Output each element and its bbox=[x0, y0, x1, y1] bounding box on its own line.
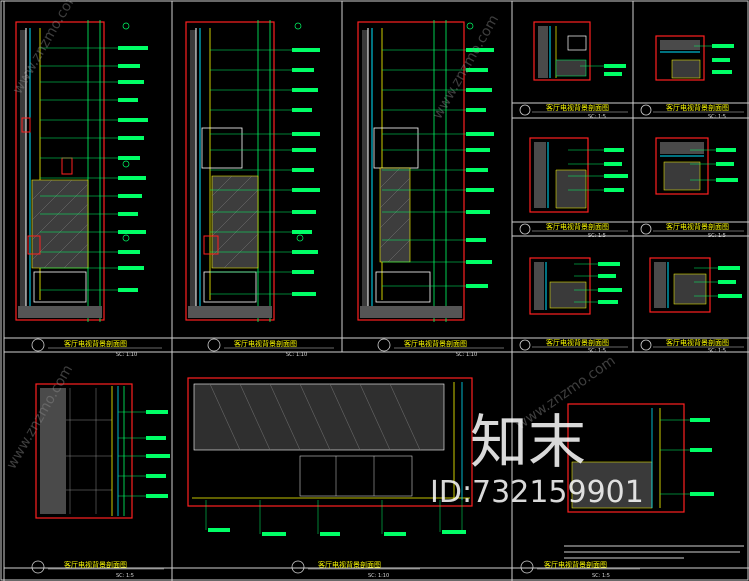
caption-7: 客厅电视背景剖面图 SC: 1:5 bbox=[640, 222, 744, 239]
caption-title: 客厅电视背景剖面图 bbox=[404, 339, 467, 348]
caption-11: 客厅电视背景剖面图 SC: 1:10 bbox=[291, 560, 420, 579]
caption-scale: SC: 1:10 bbox=[116, 352, 137, 358]
logo-text: 知末 bbox=[470, 408, 586, 476]
section-drawing-2 bbox=[185, 20, 320, 322]
caption-1: 客厅电视背景剖面图 SC: 1:10 bbox=[31, 338, 162, 358]
caption-title: 客厅电视背景剖面图 bbox=[546, 103, 609, 112]
caption-scale: SC: 1:5 bbox=[708, 233, 726, 239]
caption-scale: SC: 1:5 bbox=[588, 348, 606, 354]
general-notes bbox=[564, 545, 744, 559]
detail-drawing-7 bbox=[655, 137, 738, 195]
caption-scale: SC: 1:5 bbox=[588, 114, 606, 120]
caption-10: 客厅电视背景剖面图 SC: 1:5 bbox=[31, 560, 164, 579]
section-drawing-1 bbox=[15, 20, 148, 322]
caption-12: 客厅电视背景剖面图 SC: 1:5 bbox=[520, 560, 640, 579]
detail-drawing-8 bbox=[529, 257, 622, 315]
caption-title: 客厅电视背景剖面图 bbox=[666, 338, 729, 347]
section-drawing-11 bbox=[187, 377, 473, 536]
caption-3: 客厅电视背景剖面图 SC: 1:10 bbox=[377, 338, 504, 358]
detail-drawing-12 bbox=[567, 403, 714, 513]
caption-title: 客厅电视背景剖面图 bbox=[64, 339, 127, 348]
section-drawing-10 bbox=[35, 383, 170, 519]
site-watermark: www.znzmo.com bbox=[430, 12, 503, 122]
caption-scale: SC: 1:5 bbox=[588, 233, 606, 239]
detail-drawing-4 bbox=[533, 21, 626, 81]
caption-scale: SC: 1:5 bbox=[708, 114, 726, 120]
caption-2: 客厅电视背景剖面图 SC: 1:10 bbox=[207, 338, 334, 358]
caption-title: 客厅电视背景剖面图 bbox=[546, 222, 609, 231]
section-drawing-3 bbox=[357, 20, 494, 322]
caption-scale: SC: 1:5 bbox=[116, 573, 134, 579]
caption-scale: SC: 1:10 bbox=[456, 352, 477, 358]
caption-scale: SC: 1:5 bbox=[592, 573, 610, 579]
detail-drawing-6 bbox=[529, 137, 628, 213]
caption-title: 客厅电视背景剖面图 bbox=[666, 222, 729, 231]
caption-4: 客厅电视背景剖面图 SC: 1:5 bbox=[519, 103, 628, 120]
caption-title: 客厅电视背景剖面图 bbox=[318, 560, 381, 569]
caption-title: 客厅电视背景剖面图 bbox=[544, 560, 607, 569]
caption-6: 客厅电视背景剖面图 SC: 1:5 bbox=[519, 222, 628, 239]
logo-watermark: 知末 ID:732159901 bbox=[430, 408, 644, 510]
caption-scale: SC: 1:10 bbox=[368, 573, 389, 579]
detail-drawing-5 bbox=[655, 35, 734, 81]
caption-8: 客厅电视背景剖面图 SC: 1:5 bbox=[519, 338, 628, 354]
caption-9: 客厅电视背景剖面图 SC: 1:5 bbox=[640, 338, 744, 354]
caption-title: 客厅电视背景剖面图 bbox=[546, 338, 609, 347]
watermark-id: ID:732159901 bbox=[430, 475, 644, 510]
caption-title: 客厅电视背景剖面图 bbox=[64, 560, 127, 569]
detail-drawing-9 bbox=[649, 257, 742, 313]
caption-scale: SC: 1:10 bbox=[286, 352, 307, 358]
caption-scale: SC: 1:5 bbox=[708, 348, 726, 354]
caption-title: 客厅电视背景剖面图 bbox=[234, 339, 297, 348]
caption-5: 客厅电视背景剖面图 SC: 1:5 bbox=[640, 103, 744, 120]
caption-title: 客厅电视背景剖面图 bbox=[666, 103, 729, 112]
